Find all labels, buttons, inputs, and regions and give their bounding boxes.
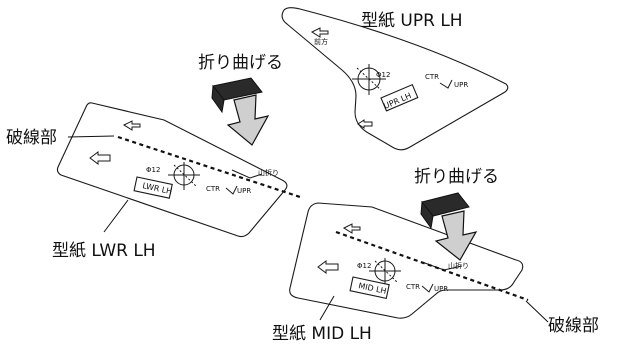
- mid-diameter-mark: Φ12: [357, 262, 371, 270]
- mid-mountain-mark: 山折り: [448, 261, 469, 270]
- upr-ctr-mark: CTR: [425, 73, 439, 81]
- lwr-centre-mark: [168, 162, 200, 190]
- lwr-arrow-mark: [225, 185, 238, 195]
- upr-arrow-mark: [439, 79, 453, 89]
- lwr-dashed-line-leader: [67, 135, 115, 138]
- lwr-mountain-mark: 山折り: [258, 168, 279, 177]
- mid-upr-mark: UPR: [434, 285, 448, 293]
- mid-dashed-line-leader: [525, 300, 549, 323]
- svg-text:前方: 前方: [314, 37, 328, 46]
- mid-template-outline: [289, 202, 524, 319]
- upr-left-arrow-icon: [357, 119, 373, 129]
- lwr-pattern-leader: [103, 199, 129, 233]
- fold-arrow-top-icon: [211, 77, 270, 146]
- lwr-sticker: LWR LH: [133, 176, 173, 199]
- mid-centre-mark: [369, 258, 401, 286]
- lwr-template: Φ12 CTR UPR 山折り LWR LH: [56, 102, 301, 238]
- upr-centre-mark: [352, 64, 386, 95]
- lwr-dashed-fold-line: [117, 135, 301, 199]
- mid-pattern-label: 型紙 MID LH: [272, 324, 372, 344]
- fold-arrow-right-icon: [420, 192, 478, 261]
- dashed-line-label-right: 破線部: [548, 316, 599, 336]
- lwr-fold-guide: [231, 169, 263, 179]
- mid-arrow-mark: [421, 283, 434, 293]
- fold-label-top: 折り曲げる: [198, 53, 283, 73]
- lwr-pattern-label: 型紙 LWR LH: [52, 241, 156, 261]
- mid-left-arrow-icon: [317, 260, 339, 274]
- upr-template: Φ12 CTR UPR 前方 UPR LH: [281, 7, 509, 151]
- upr-diameter-mark: Φ12: [376, 71, 390, 79]
- lwr-ctr-mark: CTR: [206, 185, 220, 193]
- upr-front-mark: 前方: [310, 27, 329, 46]
- lwr-diameter-mark: Φ12: [146, 166, 160, 174]
- mid-template: Φ12 CTR UPR 山折り MID LH: [289, 202, 529, 319]
- mid-ctr-mark: CTR: [406, 283, 420, 291]
- upr-pattern-label: 型紙 UPR LH: [361, 11, 463, 31]
- mid-dashed-fold-line: [335, 230, 529, 302]
- lwr-upr-mark: UPR: [237, 187, 251, 195]
- dashed-line-label-left: 破線部: [6, 128, 57, 148]
- upr-template-outline: [281, 7, 509, 151]
- lwr-left-arrow-icon: [89, 151, 111, 165]
- mid-sticker: MID LH: [349, 276, 390, 300]
- fold-label-right: 折り曲げる: [414, 167, 499, 187]
- mid-pattern-leader: [319, 295, 335, 321]
- upr-upr-mark: UPR: [454, 81, 468, 89]
- lwr-front-mark: [122, 120, 141, 131]
- mid-front-mark: [342, 223, 361, 234]
- lwr-template-outline: [56, 102, 288, 238]
